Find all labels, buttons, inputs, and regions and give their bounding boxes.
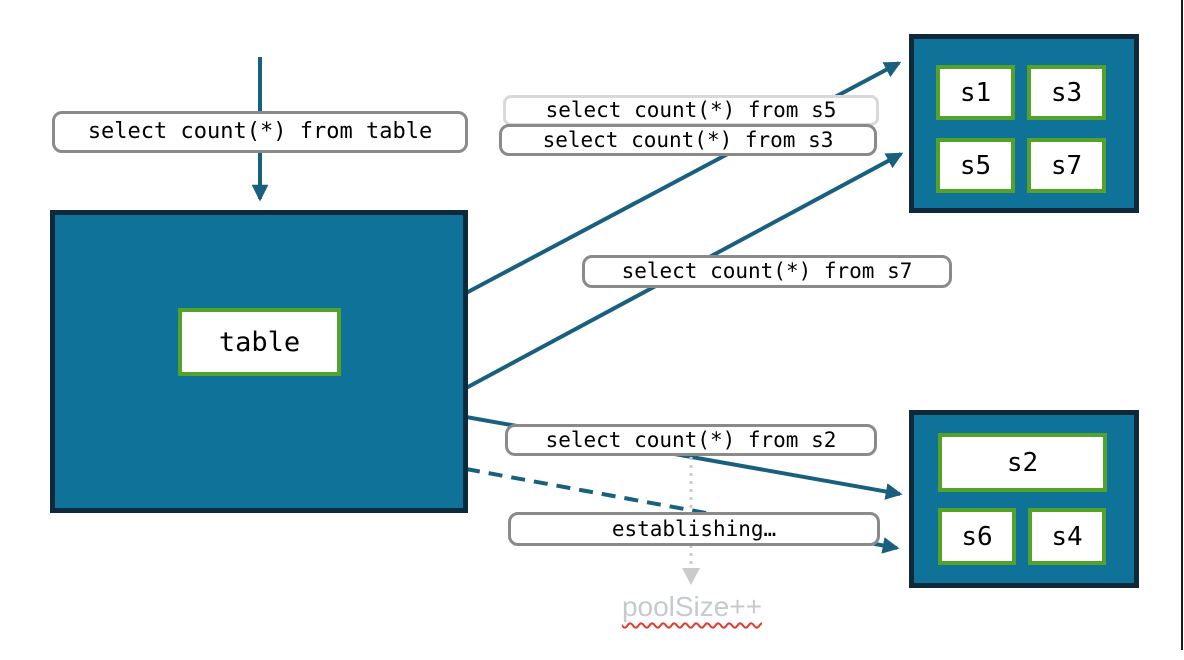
table-node-label-card: table — [178, 308, 341, 376]
shard-label-s3: s3 — [1050, 77, 1083, 108]
poolsize-note: poolSize++ — [562, 591, 822, 623]
shard-label-s6: s6 — [961, 521, 993, 552]
query-label-s7: select count(*) from s7 — [582, 255, 952, 288]
query-label-s5-text: select count(*) from s5 — [545, 98, 837, 122]
query-label-s2-text: select count(*) from s2 — [545, 427, 837, 452]
shard-card-s2: s2 — [938, 433, 1107, 492]
shard-label-s7: s7 — [1050, 150, 1083, 181]
page-edge-line — [1181, 0, 1183, 650]
table-node-label: table — [218, 326, 301, 358]
query-label-s5: select count(*) from s5 — [503, 95, 879, 126]
arrow-dashed-establishing-connection — [465, 467, 900, 554]
poolsize-note-text: poolSize++ — [621, 591, 763, 622]
query-label-s2: select count(*) from s2 — [505, 424, 877, 456]
shard-card-s5: s5 — [936, 138, 1015, 193]
shard-label-s2: s2 — [1006, 447, 1039, 478]
query-label-s3-text: select count(*) from s3 — [542, 127, 834, 152]
shard-card-s6: s6 — [938, 508, 1016, 565]
query-label-s3: select count(*) from s3 — [499, 124, 877, 156]
shard-card-s7: s7 — [1027, 138, 1106, 193]
shard-group-top: s1 s3 s5 s7 — [909, 34, 1139, 213]
query-label-table-text: select count(*) from table — [87, 119, 433, 144]
status-label-establishing-text: establishing… — [611, 516, 777, 541]
query-label-s7-text: select count(*) from s7 — [621, 259, 913, 283]
shard-card-s3: s3 — [1027, 65, 1106, 120]
gray-down-arrowhead-icon — [682, 568, 700, 585]
table-node: table — [50, 210, 468, 513]
shard-label-s4: s4 — [1051, 521, 1083, 552]
shard-card-s4: s4 — [1028, 508, 1106, 565]
query-label-table: select count(*) from table — [52, 111, 468, 153]
status-label-establishing: establishing… — [508, 512, 880, 546]
shard-label-s1: s1 — [959, 77, 992, 108]
shard-card-s1: s1 — [936, 65, 1015, 120]
shard-label-s5: s5 — [959, 150, 992, 181]
shard-group-bottom: s2 s6 s4 — [909, 410, 1139, 588]
